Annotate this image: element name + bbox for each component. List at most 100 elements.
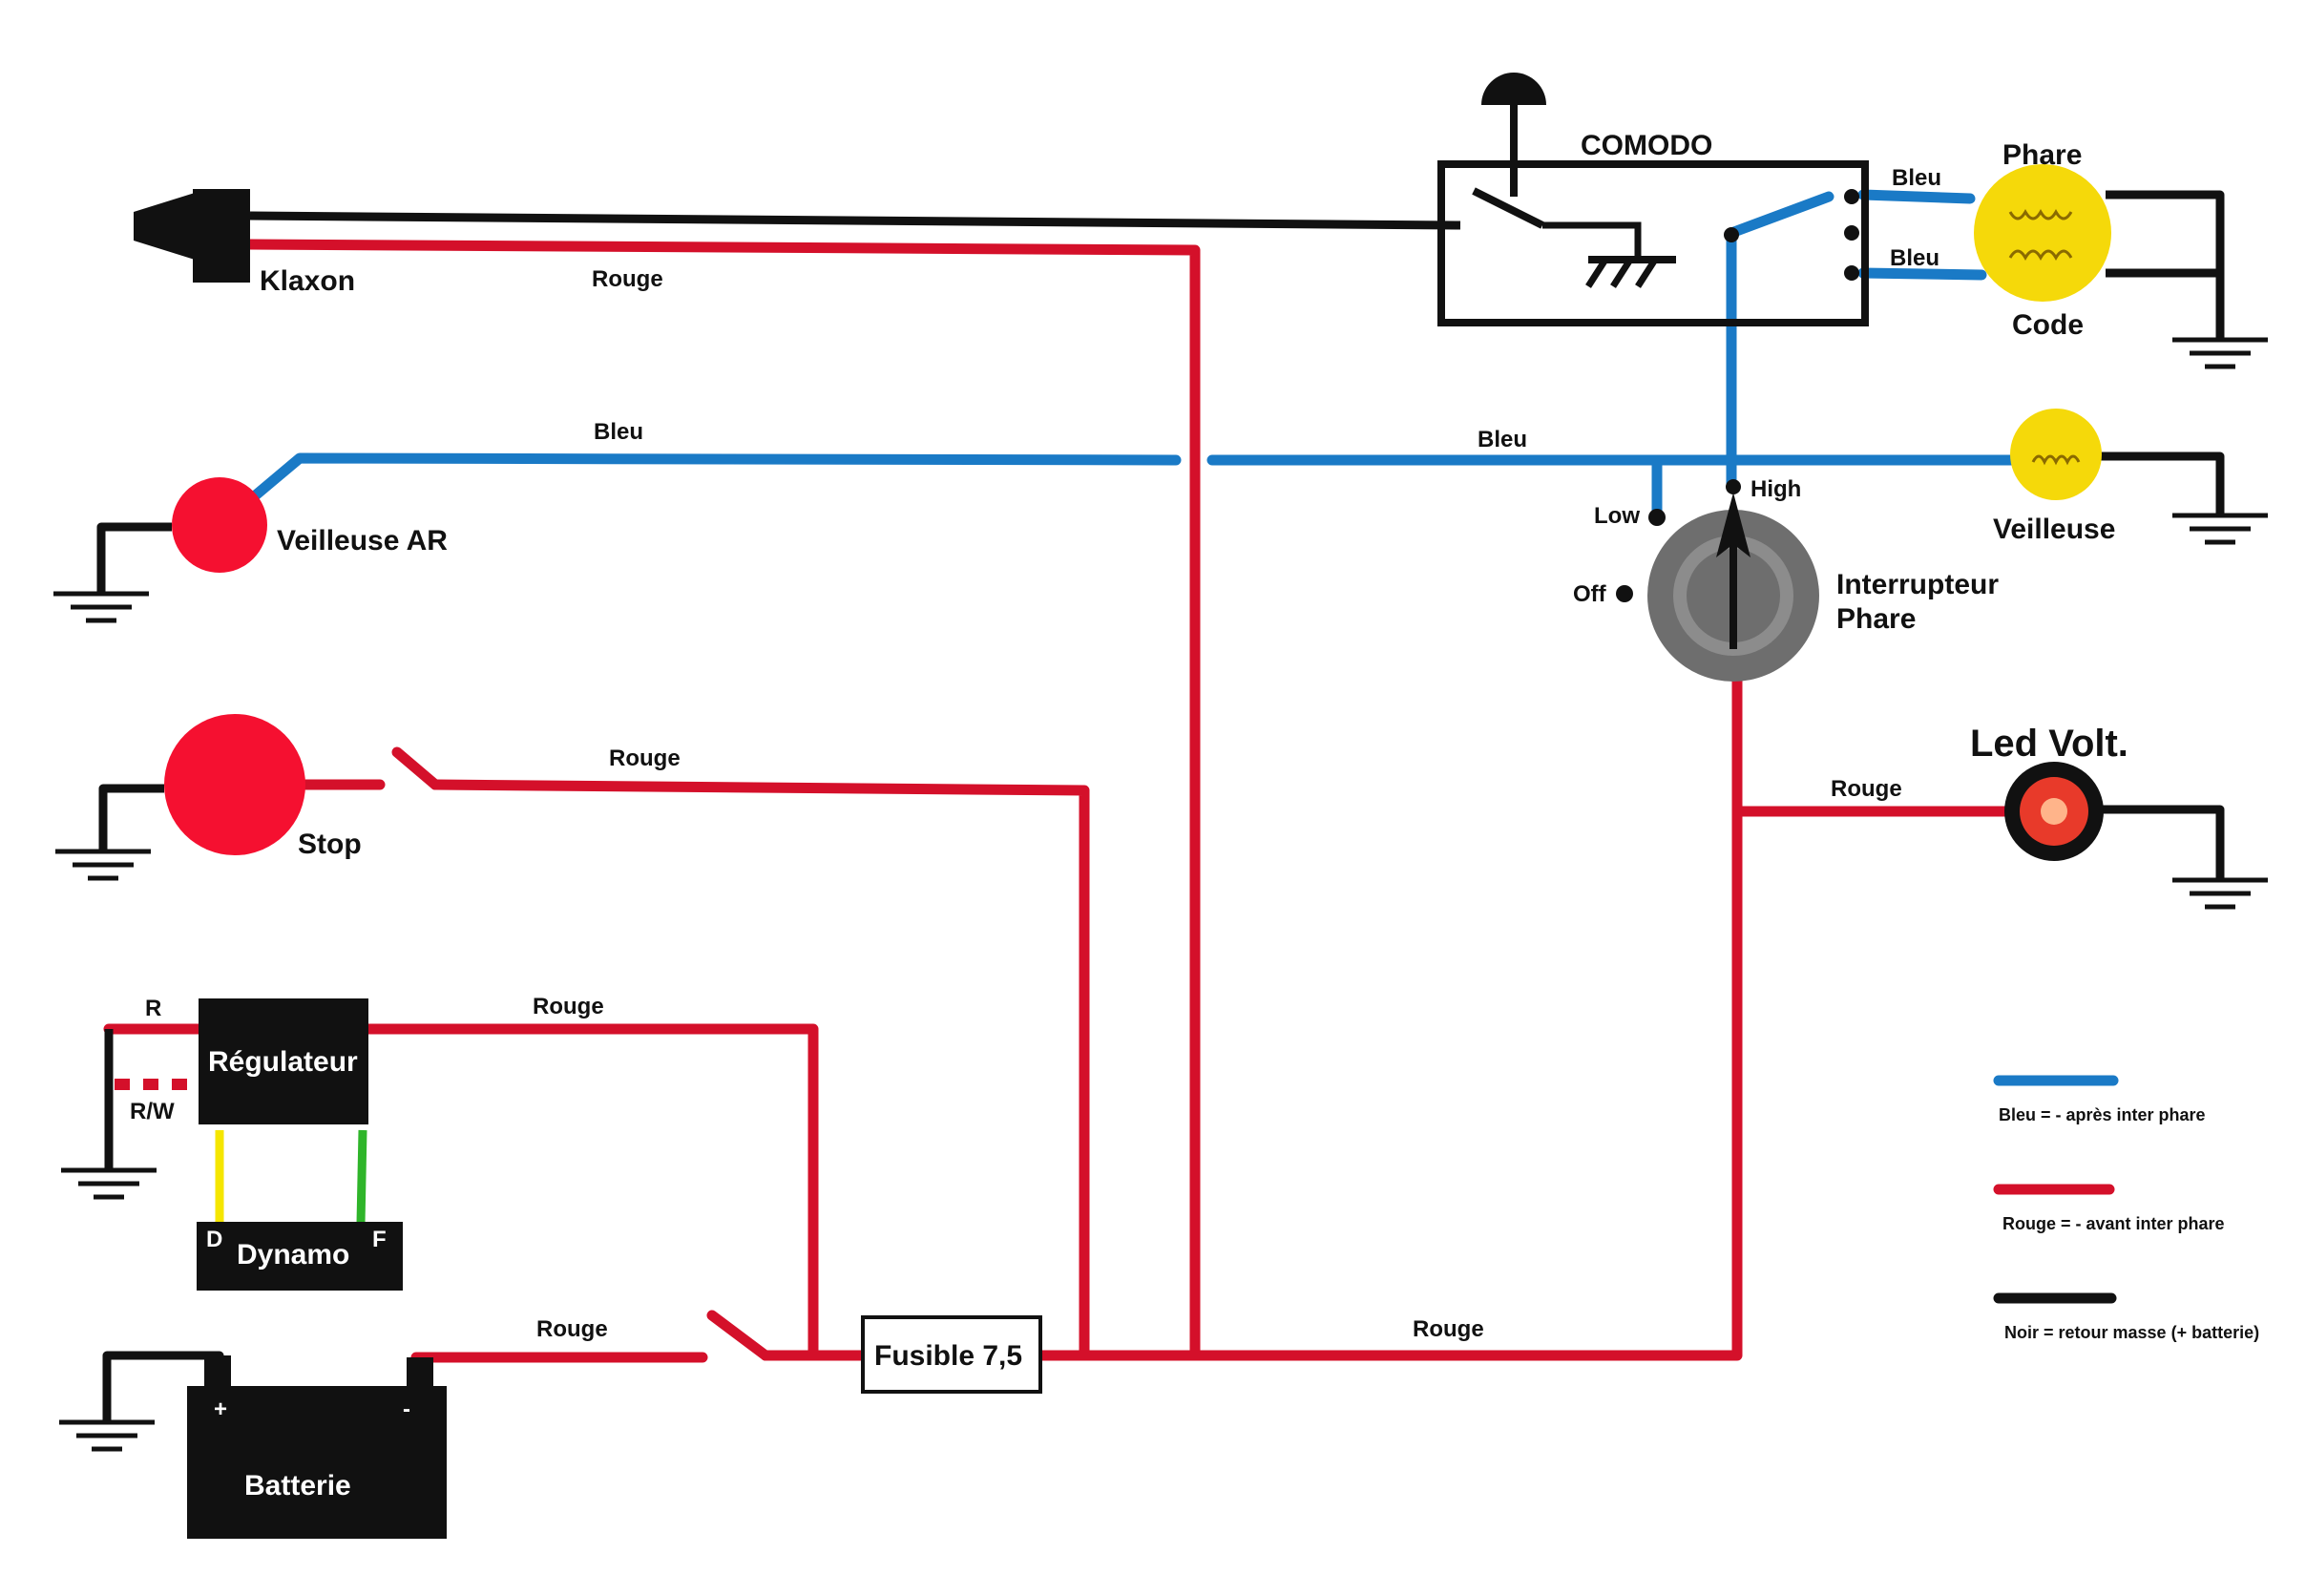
- comodo-label: COMODO: [1581, 130, 1712, 161]
- wire-dynamo-f: [356, 1129, 367, 1225]
- red-wires: [103, 239, 2012, 1363]
- dynamo-f-label: F: [372, 1227, 387, 1252]
- wire-regulateur-red: [363, 1023, 819, 1359]
- regulateur-label: Régulateur: [208, 1046, 358, 1078]
- tail-lamp-icon: [172, 477, 267, 573]
- legend: Bleu = - après inter phare Rouge = - ava…: [1993, 1075, 2259, 1342]
- comodo-terminal: [1844, 265, 1859, 281]
- wire-led-ground: [2096, 805, 2225, 880]
- wire-high-blue: [1726, 191, 1834, 493]
- led-glow: [2041, 798, 2067, 825]
- stop: Stop Rouge: [164, 714, 681, 860]
- klaxon-label: Klaxon: [260, 265, 355, 297]
- batt-minus-label: -: [403, 1396, 410, 1422]
- ground-icon: [2172, 513, 2268, 545]
- filament-low: [2008, 249, 2073, 262]
- veilleuse-ar: Veilleuse AR Bleu Bleu: [172, 419, 1527, 573]
- veilleuse-ar-label: Veilleuse AR: [277, 525, 448, 556]
- headlamp-icon: [1974, 164, 2111, 302]
- fuse-box: [861, 1315, 1042, 1394]
- dynamo-label: Dynamo: [237, 1239, 349, 1270]
- comodo-terminal: [1844, 225, 1859, 241]
- arrow-up-icon: [1716, 493, 1750, 557]
- phare: Phare Code Bleu Bleu: [1890, 139, 2111, 341]
- batterie: + - Batterie Rouge: [187, 1316, 608, 1539]
- wire-phare-blue: [1857, 189, 1976, 204]
- position-lamp-icon: [2010, 409, 2102, 500]
- wire-stop-ground: [98, 784, 164, 851]
- black-wires: [96, 190, 2225, 1422]
- horn-icon: [134, 193, 195, 260]
- terminal-low: [1648, 509, 1666, 526]
- battery-icon: [187, 1386, 447, 1539]
- filament: [2031, 454, 2081, 466]
- dynamo-box: [197, 1222, 403, 1291]
- batt-plus-label: +: [214, 1396, 227, 1422]
- off-label: Off: [1573, 581, 1607, 607]
- led-label: Led Volt.: [1970, 723, 2128, 765]
- wire-stop-feed: [430, 779, 1090, 1357]
- veilleuse: Veilleuse: [1993, 409, 2115, 545]
- wire-batterie-switch-blade: [706, 1310, 771, 1361]
- terminal-high: [1726, 479, 1741, 494]
- bleu-phare-label: Bleu: [1892, 165, 1941, 191]
- push-button-icon: [1481, 73, 1546, 105]
- veilleuse-label: Veilleuse: [1993, 514, 2115, 545]
- legend-text-red: Rouge = - avant inter phare: [2002, 1214, 2225, 1233]
- wire-veilleuse-ar-blue: [246, 452, 1182, 504]
- chassis-ground-icon: [1585, 256, 1676, 288]
- ground-icon: [2172, 877, 2268, 910]
- regulateur-box: [199, 998, 368, 1124]
- ground-icon: [2172, 337, 2268, 369]
- battery-terminal-minus: [407, 1357, 433, 1388]
- wire-phare-ground: [2106, 190, 2225, 340]
- reg-r-label: R: [145, 996, 161, 1021]
- ground-icon: [61, 1167, 157, 1200]
- rouge-klaxon-label: Rouge: [592, 266, 663, 292]
- filament-high: [2008, 208, 2073, 220]
- rouge-stop-label: Rouge: [609, 746, 681, 771]
- rouge-batterie-label: Rouge: [536, 1316, 608, 1342]
- klaxon: Klaxon: [134, 189, 355, 297]
- ground-icon: [53, 591, 149, 623]
- interrupteur-label: Interrupteur: [1836, 569, 1999, 600]
- ground-icon: [55, 849, 151, 881]
- stop-label: Stop: [298, 829, 362, 860]
- legend-text-black: Noir = retour masse (+ batterie): [2004, 1323, 2259, 1342]
- low-label: Low: [1594, 503, 1640, 529]
- dynamo-d-label: D: [206, 1227, 222, 1252]
- ground-symbols: [53, 337, 2268, 1452]
- ground-icon: [59, 1419, 155, 1452]
- reg-rw-label: R/W: [130, 1099, 175, 1124]
- interrupteur-phare: High Low Off Interrupteur Phare: [1573, 476, 1999, 682]
- comodo-terminal: [1724, 227, 1739, 242]
- comodo-terminal: [1844, 189, 1859, 204]
- code-label: Code: [2012, 309, 2084, 341]
- battery-terminal-plus: [204, 1355, 231, 1388]
- wire-code-blue: [1857, 267, 1987, 281]
- horn-body: [193, 189, 250, 283]
- interrupteur-label-line2: Phare: [1836, 603, 1916, 635]
- wire-klaxon-black: [249, 211, 1461, 230]
- comodo-box: [1437, 160, 1869, 326]
- high-label: High: [1750, 476, 1801, 502]
- comodo: COMODO: [1437, 73, 1869, 326]
- horn-switch-blade: [1472, 187, 1544, 229]
- led-volt: Led Volt. Rouge: [1831, 723, 2128, 861]
- terminal-off: [1616, 585, 1633, 602]
- wire-klaxon-red: [244, 239, 1201, 1357]
- horn-switch-to-ground: [1542, 221, 1642, 260]
- regulateur: Régulateur R R/W Rouge: [130, 994, 604, 1124]
- bleu-code-label: Bleu: [1890, 245, 1939, 271]
- bleu-main-label: Bleu: [1478, 427, 1527, 452]
- fusible-label: Fusible 7,5: [874, 1340, 1022, 1372]
- wire-stop-switch-blade: [391, 746, 441, 790]
- fusible: Fusible 7,5 Rouge: [861, 1315, 1484, 1394]
- rouge-bottom-label: Rouge: [1413, 1316, 1484, 1342]
- bleu-veilleuse-ar-label: Bleu: [594, 419, 643, 445]
- wire-veilleuse-ground: [2098, 452, 2225, 515]
- blue-wires: [246, 189, 2020, 521]
- legend-text-blue: Bleu = - après inter phare: [1999, 1105, 2206, 1124]
- dynamo: Dynamo D F: [197, 1222, 403, 1291]
